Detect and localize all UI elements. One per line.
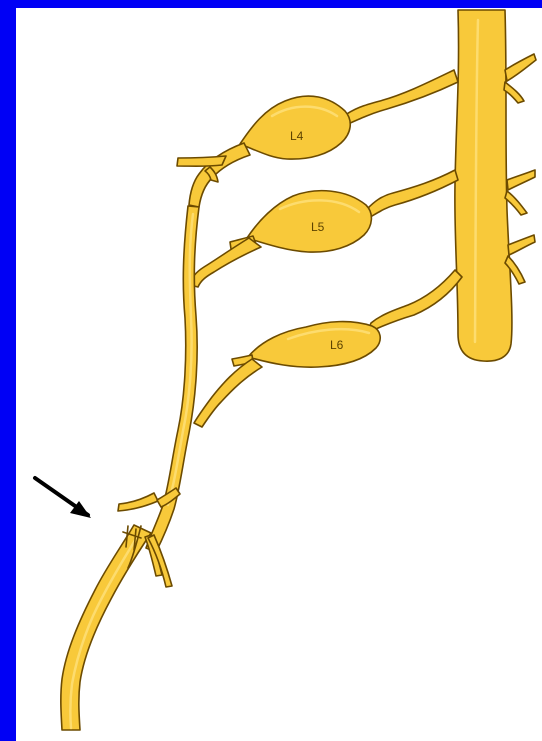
l4-small-side-branch [177, 156, 226, 166]
l5-nerve-root [365, 170, 458, 220]
l4-nerve-root [337, 70, 458, 129]
l6-branch-to-trunk [194, 359, 262, 427]
l6-label: L6 [330, 338, 344, 352]
right-rootlet-middle [507, 170, 535, 190]
l4-label: L4 [290, 129, 304, 143]
right-rootlet-upper-lower-branch [504, 82, 524, 103]
l5-branch-to-trunk [190, 238, 261, 287]
l4-branch-to-trunk [189, 143, 250, 207]
l5-label: L5 [311, 220, 325, 234]
spinal-cord [455, 10, 512, 361]
l4-ganglion [240, 96, 350, 159]
distal-left-branch [118, 493, 158, 511]
l6-ganglion [248, 322, 380, 368]
right-rootlet-middle-lower-branch [505, 191, 527, 215]
l6-nerve-root [367, 270, 462, 333]
right-rootlet-upper [505, 54, 536, 81]
right-rootlet-lower [508, 235, 535, 255]
lower-descending-nerve [61, 525, 151, 730]
